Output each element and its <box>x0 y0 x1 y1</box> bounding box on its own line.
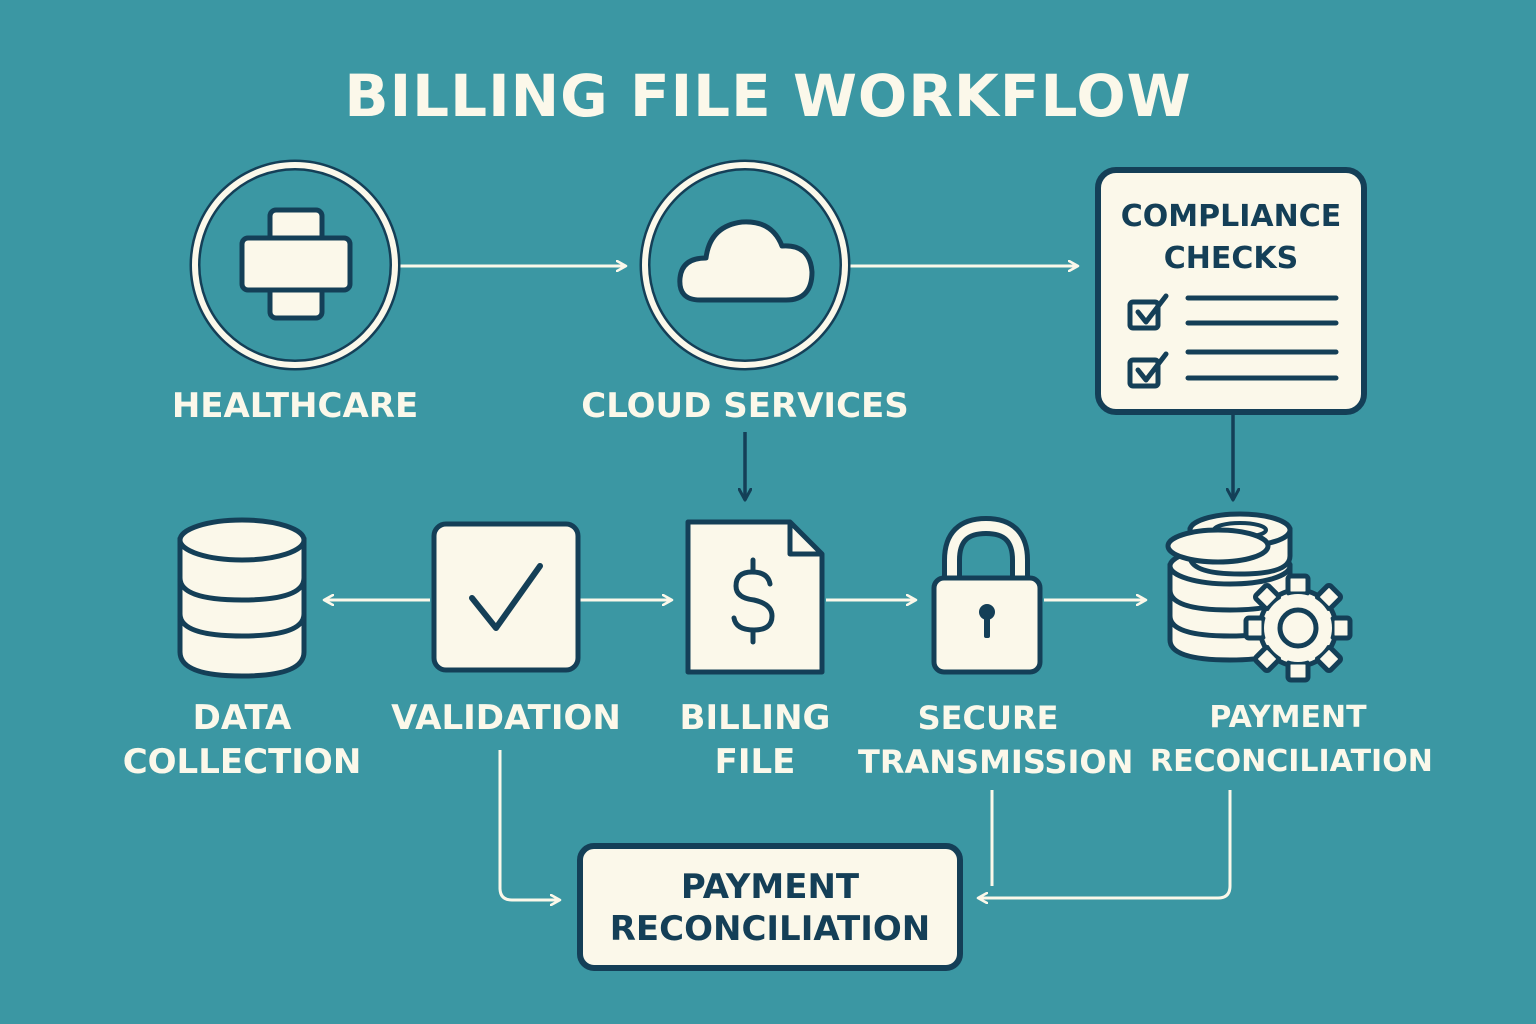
billing-file-line-2: FILE <box>714 742 796 782</box>
compliance-checks-line-2: CHECKS <box>1163 241 1299 276</box>
dollar-file-icon <box>685 519 825 675</box>
validation-node <box>431 521 581 673</box>
medical-cross-icon <box>239 207 353 321</box>
gear-icon <box>1243 573 1353 683</box>
cloud-services-node <box>639 159 851 371</box>
data-collection-line-1: DATA <box>192 698 292 738</box>
database-gear-icon <box>1165 511 1353 683</box>
secure-transmission-line-2: TRANSMISSION <box>858 743 1134 781</box>
secure-transmission-line-1: SECURE <box>917 699 1059 737</box>
compliance-checks-node <box>1095 167 1367 415</box>
secure-transmission-label: SECURE TRANSMISSION <box>858 696 1134 784</box>
payment-reconciliation-box-line-1: PAYMENT <box>680 867 860 907</box>
data-collection-line-2: COLLECTION <box>122 742 362 782</box>
billing-file-label: BILLING FILE <box>665 696 845 784</box>
checklist-icon <box>1127 293 1339 389</box>
billing-file-line-1: BILLING <box>679 698 831 738</box>
payment-reconciliation-top-line-2: RECONCILIATION <box>1150 744 1433 779</box>
padlock-icon <box>931 515 1043 675</box>
cloud-icon <box>677 219 815 303</box>
validation-label: VALIDATION <box>391 698 621 738</box>
payment-reconciliation-box-line-2: RECONCILIATION <box>609 909 931 949</box>
arrow-validation-to-box <box>498 750 560 900</box>
compliance-checks-line-1: COMPLIANCE <box>1120 199 1342 234</box>
arrow-payment-to-box <box>978 790 1232 898</box>
compliance-checks-label: COMPLIANCE CHECKS <box>1108 196 1354 280</box>
payment-reconciliation-top-line-1: PAYMENT <box>1209 700 1367 735</box>
cloud-services-label: CLOUD SERVICES <box>581 386 909 426</box>
payment-reconciliation-box-label: PAYMENT RECONCILIATION <box>580 866 960 950</box>
healthcare-node <box>189 159 401 371</box>
diagram-title: BILLING FILE WORKFLOW <box>344 62 1192 130</box>
healthcare-label: HEALTHCARE <box>171 386 419 426</box>
data-collection-label: DATA COLLECTION <box>112 696 372 784</box>
payment-reconciliation-box <box>577 843 963 971</box>
payment-reconciliation-top-label: PAYMENT RECONCILIATION <box>1150 696 1433 784</box>
checkmark-icon <box>469 563 543 631</box>
database-icon <box>177 517 307 679</box>
